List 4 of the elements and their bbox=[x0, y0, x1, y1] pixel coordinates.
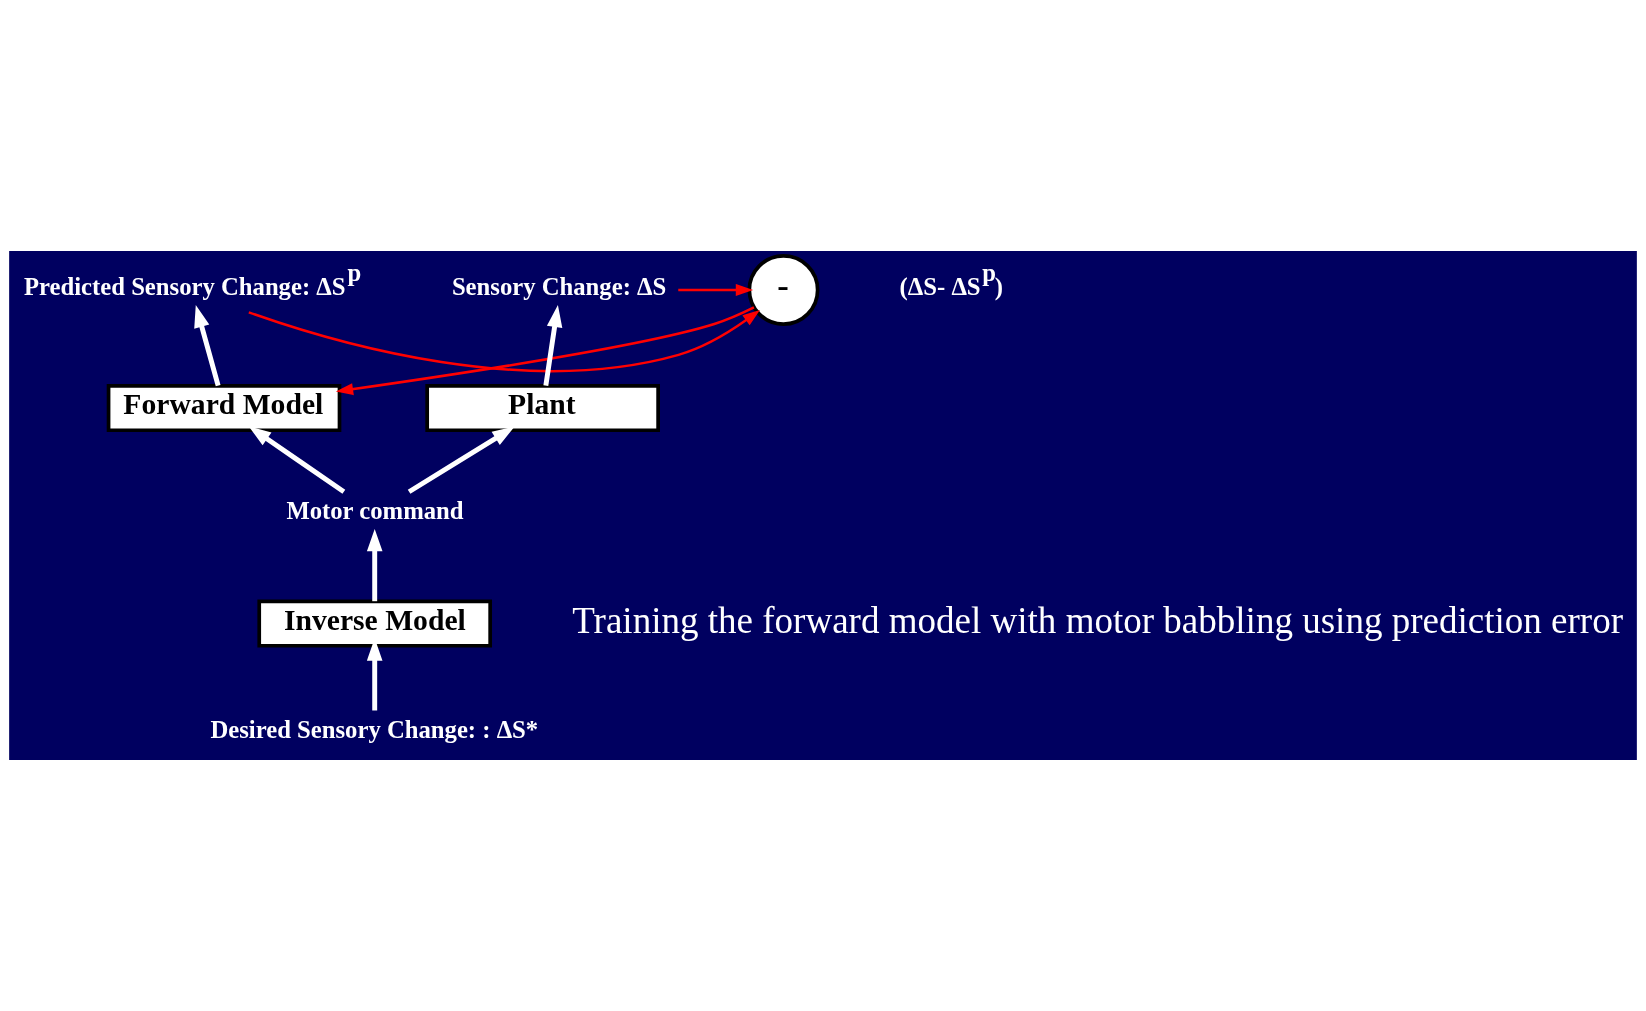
label: Training the forward model with motor babbling using prediction error bbox=[572, 599, 1624, 641]
node-text: Desired Sensory Change: : ΔS* bbox=[210, 715, 539, 743]
node-text: Motor command bbox=[286, 497, 464, 525]
node-text: Sensory Change: ΔS bbox=[451, 272, 667, 300]
